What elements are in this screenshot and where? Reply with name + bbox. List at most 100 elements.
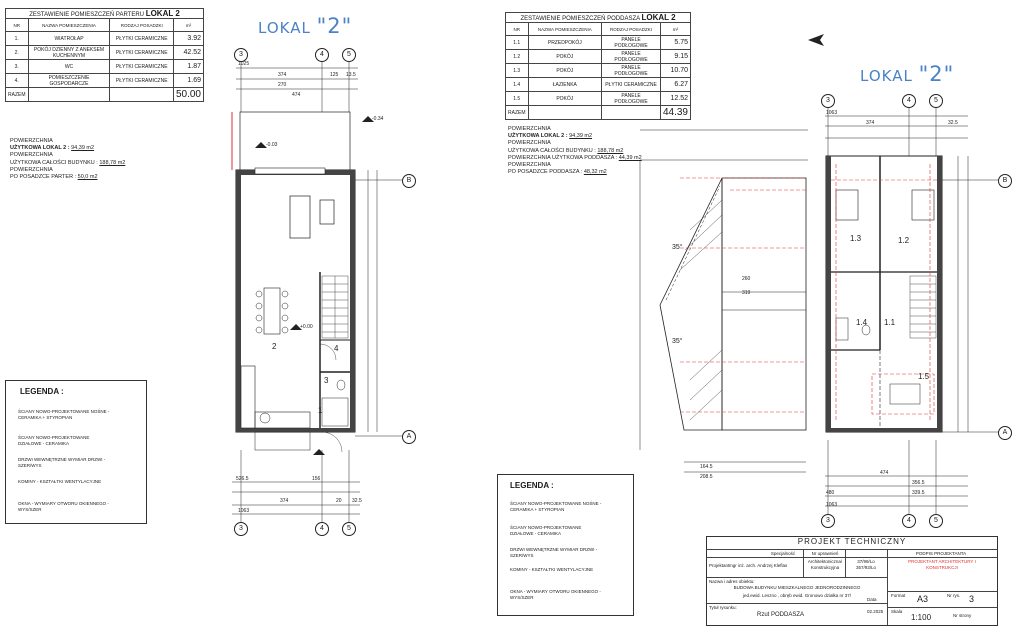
- dim-label: 474: [880, 470, 889, 476]
- object-address: jed.ewid. Leszno , obręb ewid. Gronowo d…: [742, 593, 852, 598]
- cell-nr: 4.: [5, 73, 29, 88]
- area-value: 188,78 m2: [99, 159, 126, 166]
- desk: [889, 383, 921, 405]
- room-label: 1.4: [856, 318, 868, 327]
- area-line: UŻYTKOWA CAŁOŚCI BUDYNKU : 188,78 m2: [10, 160, 125, 167]
- legend-title: LEGENDA :: [20, 387, 64, 396]
- area-label: UŻYTKOWA CAŁOŚCI BUDYNKU :: [508, 147, 596, 154]
- table-sum-row: RAZEM 50.00: [5, 87, 205, 102]
- title-block-heading: PROJEKT TECHNICZNY: [797, 537, 907, 546]
- area-label: POWIERZCHNIA: [10, 166, 53, 173]
- cell-nr: 1.5: [505, 91, 529, 106]
- object-name: BUDOWA BUDYNKU MIESZKALNEGO JEDNORODZINN…: [733, 585, 861, 590]
- cell-area: 42.52: [172, 45, 205, 60]
- area-label: PO POSADZCE PODDASZA :: [508, 169, 583, 176]
- legend-item: ŚCIANY NOWO-PROJEKTOWANE NOŚNE - CERAMIK…: [510, 501, 602, 512]
- lokal-heading-right: LOKAL "2": [860, 62, 954, 86]
- axis-marker-5: 5: [929, 94, 943, 108]
- cell-name: POKÓJ: [527, 49, 603, 64]
- legend-item: KOMINY - KSZTAŁTKI WENTYLACYJNE: [18, 479, 102, 484]
- nr-rys-label: Nr rys.: [947, 593, 961, 598]
- area-value: 44,39 m2: [618, 154, 642, 161]
- room-label: 1.1: [884, 318, 896, 327]
- sofa: [289, 195, 311, 239]
- table-row: 1.3 POKÓJ PANELE PODŁOGOWE 10.70: [505, 63, 692, 78]
- cell-name: PRZEDPOKÓJ: [527, 35, 603, 50]
- spec-value: Architektoniczna/ Konstrukcyjna: [807, 559, 843, 570]
- dim-label: 480: [826, 490, 835, 496]
- cell-area: 3.92: [172, 31, 205, 46]
- cell-floor: PŁYTKI CERAMICZNE: [109, 59, 174, 74]
- toilet: [336, 379, 346, 391]
- designer-name: mgr inż. arch. Andrzej Kleflas: [729, 563, 788, 568]
- dim-label: 1063: [238, 508, 250, 514]
- lokal-heading-left: LOKAL "2": [258, 14, 352, 38]
- dim-label: 13.5: [346, 72, 356, 78]
- table-title: ZESTAWIENIE POMIESZCZEŃ PARTERU LOKAL 2: [5, 8, 204, 19]
- kitchen-counter: [240, 365, 256, 429]
- role-label: Projektant: [709, 563, 730, 568]
- ground-floor-room-table: ZESTAWIENIE POMIESZCZEŃ PARTERU LOKAL 2 …: [5, 8, 205, 102]
- col-nr-uprawnien: Nr uprawnień: [811, 551, 839, 556]
- date-label: Data: [867, 597, 877, 602]
- axis-marker-3: 3: [234, 522, 248, 536]
- legend-item: OKNA - WYMIARY OTWORU OKIENNEGO - WYS/SZ…: [510, 589, 601, 600]
- col-specjalnosc: Specjalność: [770, 551, 796, 556]
- room-label: 1.5: [918, 372, 930, 381]
- dim-label: 156: [312, 476, 321, 482]
- wall-fill: [826, 428, 942, 432]
- area-label: POWIERZCHNIA: [508, 126, 551, 132]
- chairs: [255, 290, 289, 334]
- axis-marker-3: 3: [234, 48, 248, 62]
- axis-marker-4: 4: [902, 514, 916, 528]
- room-label: 2: [272, 342, 277, 351]
- axis-marker-5: 5: [929, 514, 943, 528]
- table-sum-row: RAZEM 44.39: [505, 105, 692, 120]
- area-line: POWIERZCHNIA UŻYTKOWA PODDASZA : 44,39 m…: [508, 155, 642, 162]
- lokal-number: "2": [316, 14, 353, 38]
- bed: [911, 189, 935, 221]
- dim-label: 474: [292, 92, 301, 98]
- angle-label: 35°: [672, 244, 683, 251]
- dim-label: 260: [742, 276, 751, 282]
- area-label: POWIERZCHNIA UŻYTKOWA PODDASZA :: [508, 154, 618, 161]
- cell-area: 10.70: [659, 63, 692, 78]
- table-row: 1.5 POKÓJ PANELE PODŁOGOWE 12.52: [505, 91, 692, 106]
- axis-marker-5: 5: [342, 522, 356, 536]
- cell-sum-value: 50.00: [172, 87, 205, 102]
- cell-name: POKÓJ: [527, 91, 603, 106]
- legend-item: OKNA - WYMIARY OTWORU OKIENNEGO - WYS/SZ…: [18, 501, 109, 512]
- table-row: 1.4 ŁAZIENKA PŁYTKI CERAMICZNE 6.27: [505, 77, 692, 92]
- table: [319, 199, 335, 225]
- cell-nr: 1.3: [505, 63, 529, 78]
- area-value: 94,39 m2: [569, 133, 593, 140]
- kitchen-counter: [254, 411, 311, 429]
- ground-floor-plan: [231, 56, 402, 524]
- roof-hidden-line: [665, 185, 721, 301]
- dim-label: 164.5: [700, 464, 713, 470]
- cell-area: 5.75: [659, 35, 692, 50]
- nr-rys-value: 3: [969, 594, 975, 604]
- col-header: m²: [659, 22, 692, 36]
- cell-floor: PANELE PODŁOGOWE: [601, 49, 661, 64]
- window: [254, 167, 326, 175]
- area-label: POWIERZCHNIA: [508, 162, 551, 169]
- attic-plan: [825, 104, 1000, 516]
- col-header: RODZAJ POSADZKI: [109, 18, 174, 32]
- col-header: NR: [5, 18, 29, 32]
- legend-item: ŚCIANY NOWO-PROJEKTOWANE NOŚNE - CERAMIK…: [18, 409, 110, 420]
- cell-area: 9.15: [659, 49, 692, 64]
- room-label: 1.3: [850, 234, 862, 243]
- attic-body: [721, 177, 807, 431]
- table-row: 1.2 POKÓJ PANELE PODŁOGOWE 9.15: [505, 49, 692, 64]
- legend-item: KOMINY - KSZTAŁTKI WENTYLACYJNE: [510, 567, 594, 572]
- area-line: PO POSADZCE PODDASZA : 48,32 m2: [508, 169, 642, 176]
- outer-wall: [235, 169, 356, 433]
- terrace-outline: [239, 111, 351, 171]
- area-label: POWIERZCHNIA: [508, 140, 551, 147]
- area-line: UŻYTKOWA LOKAL 2 : 94,39 m2: [10, 145, 125, 152]
- axis-marker-3: 3: [821, 514, 835, 528]
- angle-label: 35°: [672, 338, 683, 345]
- cell-area: 6.27: [659, 77, 692, 92]
- dim-label: 1025: [238, 61, 250, 67]
